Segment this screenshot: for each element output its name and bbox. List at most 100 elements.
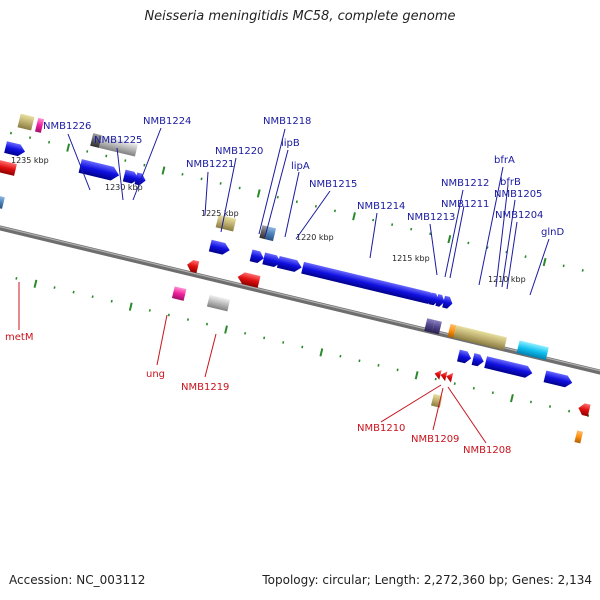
gene-label[interactable]: NMB1219 [181, 382, 229, 393]
scale-tick [124, 159, 127, 162]
forward-cds [428, 292, 439, 306]
reverse-leader-lines [18, 282, 487, 444]
scale-tick [529, 400, 533, 404]
forward-cds [208, 239, 230, 255]
scale-tick [181, 172, 184, 176]
feature-block [90, 133, 102, 148]
scale-tick [66, 143, 71, 152]
feature-block [265, 226, 277, 242]
gene-label[interactable]: NMB1212 [441, 178, 489, 189]
forward-cds [276, 256, 302, 272]
gene-label[interactable]: NMB1205 [494, 189, 542, 200]
scale-tick [301, 345, 304, 349]
feature-block [215, 214, 237, 232]
scale-tick [53, 286, 56, 289]
genome-title: Neisseria meningitidis MC58, complete ge… [144, 9, 456, 24]
gene-label[interactable]: NMB1221 [186, 159, 234, 170]
gene-label[interactable]: NMB1209 [411, 434, 459, 445]
feature-block [447, 323, 457, 338]
forward-cds [471, 353, 484, 367]
gene-label[interactable]: NMB1220 [215, 146, 263, 157]
scale-tick [467, 241, 470, 245]
forward-cds [543, 370, 573, 388]
feature-block [432, 320, 442, 335]
scale-tick [472, 386, 475, 390]
reverse-cds [0, 159, 17, 176]
scale-tick [110, 299, 113, 303]
scale-tick [48, 140, 51, 144]
reverse-cds [434, 369, 442, 380]
scale-tick [447, 235, 452, 244]
gene-label[interactable]: NMB1225 [94, 135, 142, 146]
scale-tick [263, 336, 266, 340]
ruler-labels: 1235 kbp 1230 kbp 1225 kbp 1220 kbp 1215… [11, 156, 526, 284]
reverse-cds [237, 272, 261, 288]
forward-gene-labels: NMB1226 NMB1225 NMB1224 NMB1221 NMB1220 … [43, 116, 564, 238]
gene-label[interactable]: NMB1211 [441, 199, 489, 210]
gene-label[interactable]: bfrA [494, 155, 515, 166]
gene-label[interactable]: NMB1208 [463, 445, 511, 456]
scale-tick [9, 131, 13, 135]
scale-tick [200, 177, 203, 181]
gene-label[interactable]: NMB1214 [357, 201, 405, 212]
scale-tick [276, 195, 279, 199]
gene-label[interactable]: NMB1215 [309, 179, 357, 190]
scale-tick [414, 371, 419, 380]
reverse-cds [440, 371, 448, 382]
gene-label[interactable]: ung [146, 369, 165, 380]
gene-label[interactable]: NMB1218 [263, 116, 311, 127]
scale-tick [319, 348, 324, 357]
scale-tick [491, 391, 494, 395]
forward-cds [4, 141, 26, 157]
scale-tick [295, 200, 298, 204]
scale-tick [15, 277, 18, 280]
feature-block [516, 340, 549, 361]
scale-tick [396, 368, 399, 372]
scale-tick [91, 295, 94, 299]
feature-block [259, 225, 269, 240]
gene-label[interactable]: lipA [291, 161, 310, 172]
scale-tick [548, 405, 552, 408]
scale-tick [238, 186, 241, 190]
scale-tick [542, 257, 547, 267]
feature-block [98, 135, 138, 157]
gene-label[interactable]: NMB1204 [495, 210, 543, 221]
forward-cds [484, 356, 533, 378]
feature-block [17, 113, 35, 131]
feature-block [574, 430, 584, 444]
scale-tick [377, 363, 380, 367]
gene-label[interactable]: lipB [281, 138, 300, 149]
scale-tick [148, 309, 151, 312]
reverse-gene-labels: metM ung NMB1219 NMB1210 NMB1209 NMB1208 [5, 332, 511, 456]
feature-block [453, 325, 507, 350]
forward-cds [262, 252, 282, 268]
feature-block [171, 286, 187, 301]
scale-tick [372, 218, 375, 222]
scale-tick [28, 136, 32, 140]
gene-label[interactable]: glnD [541, 227, 564, 238]
scale-tick [434, 377, 437, 381]
scale-tick [410, 227, 413, 231]
gene-label[interactable]: NMB1224 [143, 116, 191, 127]
scale-tick [224, 325, 228, 334]
gene-label[interactable]: bfrB [500, 177, 521, 188]
feature-block [206, 294, 231, 312]
ruler-label: 1230 kbp [105, 183, 143, 192]
scale-tick [256, 189, 261, 198]
scale-tick [314, 204, 317, 208]
gene-label[interactable]: metM [5, 332, 33, 343]
forward-leader-lines [67, 127, 550, 296]
gene-label[interactable]: NMB1213 [407, 212, 455, 223]
accession-text: Accession: NC_003112 [9, 573, 146, 587]
gene-label[interactable]: NMB1210 [357, 423, 405, 434]
scale-tick [86, 150, 89, 153]
forward-cds [457, 349, 472, 364]
gene-label[interactable]: NMB1226 [43, 121, 91, 132]
forward-cds [249, 249, 264, 264]
scale-tick [510, 394, 514, 403]
scale-tick [339, 354, 342, 358]
ruler-label: 1235 kbp [11, 156, 49, 165]
scale-tick [524, 255, 527, 259]
genome-summary-text: Topology: circular; Length: 2,272,360 bp… [262, 573, 592, 587]
tick-rows [9, 131, 590, 418]
